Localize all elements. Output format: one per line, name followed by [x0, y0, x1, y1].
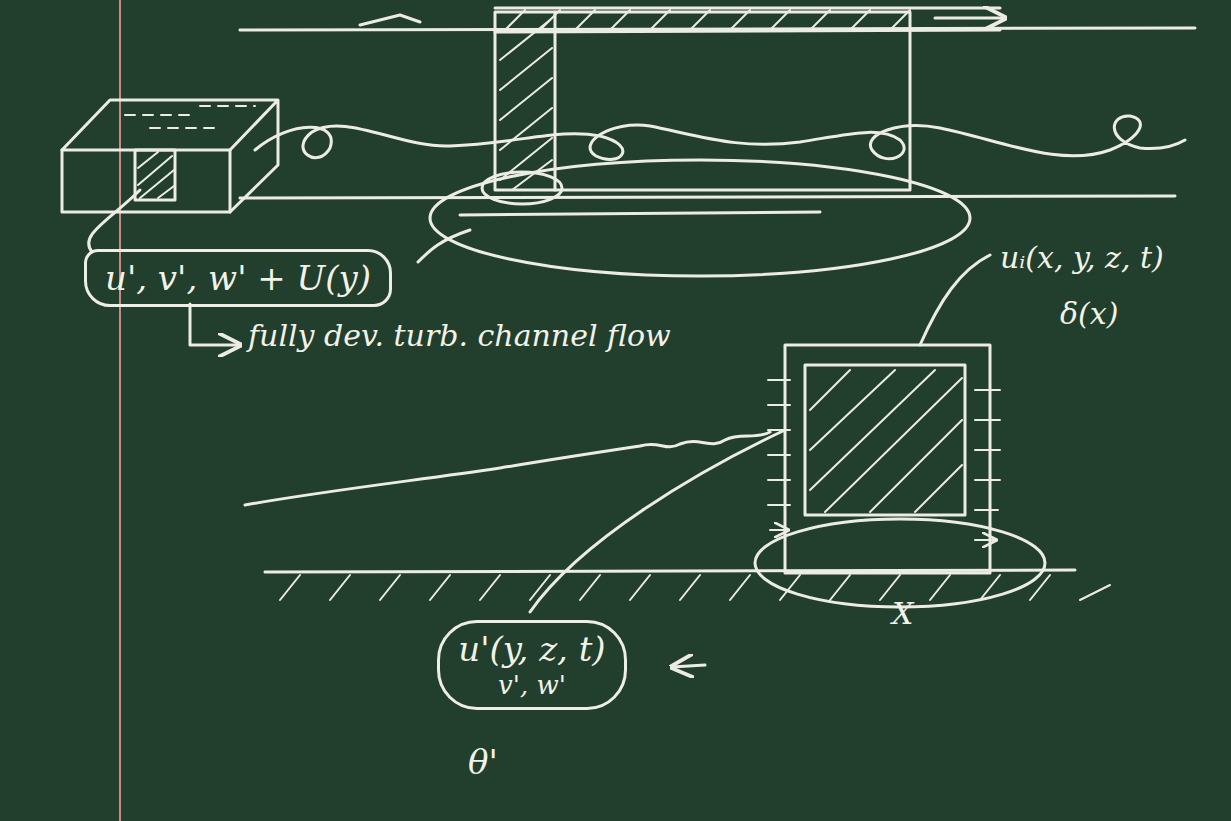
box-slice	[135, 150, 175, 200]
near-wall-circle	[482, 172, 562, 204]
turbulent-eddies	[255, 116, 1185, 160]
component-text: v', w'	[458, 670, 605, 701]
leader-line	[920, 255, 990, 345]
domain-box	[495, 12, 910, 190]
wall-region-circle	[755, 519, 1045, 607]
scalar-label: θ'	[468, 742, 498, 783]
formula-text: u', v', w' + U(y)	[105, 258, 371, 299]
hatching	[500, 20, 552, 190]
hatching	[138, 152, 174, 198]
boxed-formula: u', v', w' + U(y)	[84, 249, 392, 308]
position-label: X	[892, 596, 913, 632]
wall-line	[460, 212, 820, 215]
caption-note: fully dev. turb. channel flow	[248, 318, 671, 354]
hatching	[810, 370, 962, 512]
boxed-formula: u'(y, z, t)v', w'	[437, 620, 626, 710]
flow-arrow	[360, 15, 1005, 25]
leader-line	[89, 190, 140, 252]
wall-region-circle	[430, 160, 970, 276]
pointer-arrow	[672, 665, 705, 667]
thickness-label: δ(x)	[1060, 296, 1118, 332]
boundary-layer-edge	[245, 432, 770, 505]
margin-line	[119, 0, 121, 821]
formula-text: u'(y, z, t)	[458, 629, 605, 670]
outflow-arrows	[975, 390, 1000, 540]
channel-bottom-wall	[240, 196, 1175, 198]
box-top-side	[62, 100, 278, 212]
box-flow-lines	[125, 106, 255, 128]
hook-arrow	[190, 304, 240, 345]
inflow-box	[785, 345, 990, 573]
slice-edge	[554, 12, 557, 190]
leader-line	[530, 430, 785, 612]
leader-line	[418, 230, 470, 262]
box-front	[62, 150, 230, 212]
inflow-arrows	[768, 380, 790, 530]
inflow-plane	[805, 365, 965, 515]
wall-hatching	[280, 575, 1110, 600]
velocity-label: uᵢ(x, y, z, t)	[1000, 240, 1164, 276]
